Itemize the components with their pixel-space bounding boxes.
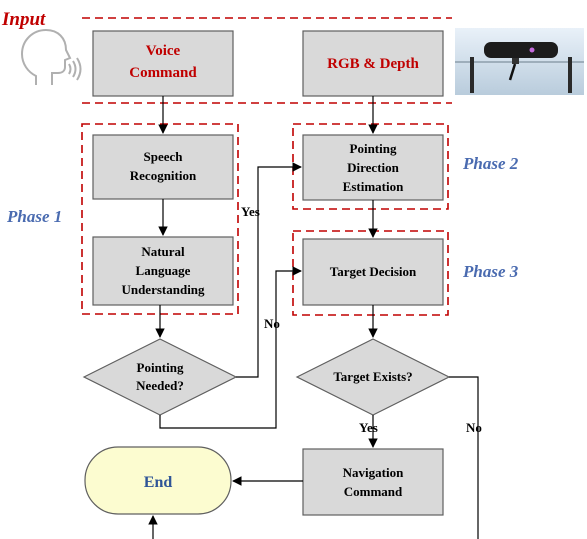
edge-label-no-right: No — [466, 420, 482, 435]
speech-recognition-box — [92, 134, 234, 200]
nlu-label-line2: Language — [136, 263, 191, 278]
voice-command-box — [92, 30, 234, 97]
depth-sensor-image — [455, 28, 584, 95]
arrow-yes-to-pointing-direction — [236, 162, 302, 378]
voice-command-label-line2: Command — [129, 65, 197, 81]
nlu-label-line1: Natural — [141, 244, 185, 259]
target-exists-label: Target Exists? — [333, 369, 412, 384]
nlu-box — [92, 236, 234, 306]
line-exists-no-down — [449, 376, 479, 539]
end-terminal — [84, 446, 232, 515]
pointing-direction-label-line2: Direction — [347, 160, 400, 175]
navigation-command-label-line1: Navigation — [343, 465, 404, 480]
phase2-label: Phase 2 — [462, 154, 519, 173]
navigation-command-label-line2: Command — [344, 484, 403, 499]
phase1-label: Phase 1 — [6, 207, 62, 226]
edge-label-yes-upper: Yes — [241, 204, 260, 219]
speech-recognition-label-line1: Speech — [144, 149, 184, 164]
pointing-needed-label-line2: Needed? — [136, 378, 184, 393]
target-decision-label: Target Decision — [330, 264, 417, 279]
edge-label-no-left: No — [264, 316, 280, 331]
input-label: Input — [1, 9, 46, 30]
phase2-region — [292, 123, 449, 210]
speech-recognition-label-line2: Recognition — [130, 168, 197, 183]
pointing-direction-label-line3: Estimation — [343, 179, 404, 194]
voice-command-label-line1: Voice — [146, 43, 181, 59]
speaking-head-icon — [20, 28, 82, 85]
arrow-no-to-target-decision — [159, 266, 302, 429]
phase3-label: Phase 3 — [462, 262, 519, 281]
end-label: End — [144, 474, 173, 491]
pointing-needed-decision — [82, 338, 238, 416]
pointing-needed-label-line1: Pointing — [137, 360, 184, 375]
navigation-command-box — [302, 448, 444, 516]
pointing-direction-label-line1: Pointing — [350, 141, 397, 156]
rgb-depth-box — [302, 30, 444, 97]
target-decision-box — [302, 238, 444, 306]
rgb-depth-label: RGB & Depth — [327, 56, 419, 72]
edge-label-yes-lower: Yes — [359, 420, 378, 435]
nlu-label-line3: Understanding — [121, 282, 205, 297]
